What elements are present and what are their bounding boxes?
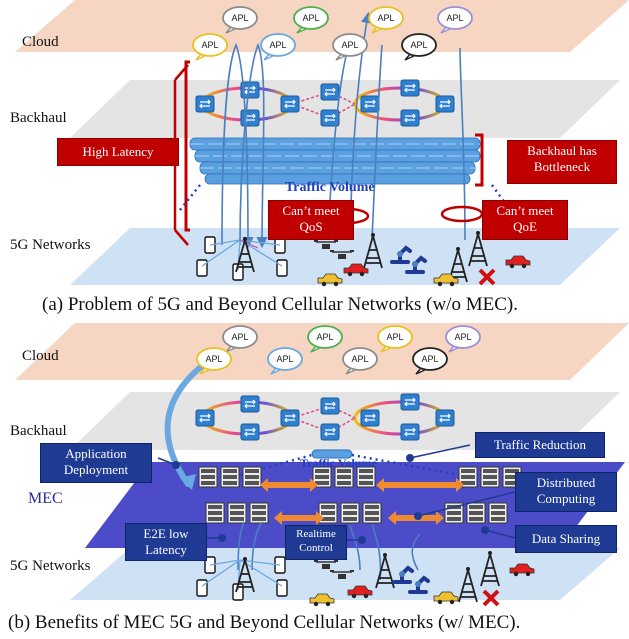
- high-latency-callout: High Latency: [57, 138, 179, 166]
- apl-bubble: APL: [445, 325, 481, 353]
- apl-bubble: APL: [307, 325, 343, 353]
- e2e-low-latency-callout: E2E low Latency: [125, 523, 207, 561]
- app-deploy-line-1: Application: [65, 446, 127, 461]
- apl-bubble: APL: [412, 347, 448, 375]
- cant-meet-qoe-callout: Can’t meet QoE: [482, 200, 568, 240]
- apl-label: APL: [302, 13, 319, 23]
- apl-label: APL: [205, 354, 222, 364]
- networks-label-bottom: 5G Networks: [10, 558, 91, 574]
- apl-label: APL: [276, 354, 293, 364]
- traffic-volume-bottom: Traffic Volume: [300, 456, 377, 470]
- app-deploy-line-2: Deployment: [63, 462, 129, 477]
- apl-bubble: APL: [332, 33, 368, 61]
- application-deployment-callout: Application Deployment: [40, 443, 152, 483]
- apl-bubble: APL: [267, 347, 303, 375]
- bottleneck-line-1: Backhaul has: [527, 143, 597, 158]
- apl-label: APL: [421, 354, 438, 364]
- apl-bubble: APL: [222, 6, 258, 34]
- congestion-block: [189, 137, 481, 185]
- distributed-computing-callout: Distributed Computing: [515, 472, 617, 512]
- apl-label: APL: [446, 13, 463, 23]
- qos-line-2: QoS: [299, 219, 323, 234]
- apl-bubble: APL: [368, 6, 404, 34]
- e2e-line-2: Latency: [145, 542, 187, 557]
- apl-bubble: APL: [293, 6, 329, 34]
- cloud-label-top: Cloud: [22, 34, 59, 50]
- mec-label: MEC: [28, 490, 63, 507]
- apl-bubble: APL: [377, 325, 413, 353]
- apl-label: APL: [377, 13, 394, 23]
- e2e-line-1: E2E low: [143, 526, 189, 541]
- apl-bubble: APL: [401, 33, 437, 61]
- traffic-reduction-callout: Traffic Reduction: [475, 432, 605, 458]
- apl-bubble: APL: [196, 347, 232, 375]
- bottleneck-line-2: Bottleneck: [533, 159, 591, 174]
- qoe-line-2: QoE: [513, 219, 537, 234]
- data-sharing-callout: Data Sharing: [515, 525, 617, 553]
- apl-label: APL: [386, 332, 403, 342]
- apl-label: APL: [231, 332, 248, 342]
- apl-bubble: APL: [437, 6, 473, 34]
- backhaul-label-bottom: Backhaul: [10, 423, 67, 439]
- realtime-line-2: Control: [299, 542, 333, 554]
- backhaul-bottleneck-callout: Backhaul has Bottleneck: [507, 140, 617, 184]
- apl-label: APL: [351, 354, 368, 364]
- distributed-line-2: Computing: [536, 491, 596, 506]
- distributed-line-1: Distributed: [536, 475, 596, 490]
- caption-a: (a) Problem of 5G and Beyond Cellular Ne…: [42, 294, 518, 315]
- cloud-label-bottom: Cloud: [22, 348, 59, 364]
- backhaul-label-top: Backhaul: [10, 110, 67, 126]
- apl-bubble: APL: [222, 325, 258, 353]
- apl-bubble: APL: [342, 347, 378, 375]
- cant-meet-qos-callout: Can’t meet QoS: [268, 200, 354, 240]
- apl-label: APL: [341, 40, 358, 50]
- qoe-line-1: Can’t meet: [496, 203, 554, 218]
- qos-line-1: Can’t meet: [282, 203, 340, 218]
- apl-bubble: APL: [260, 33, 296, 61]
- apl-label: APL: [316, 332, 333, 342]
- apl-label: APL: [410, 40, 427, 50]
- realtime-control-callout: Realtime Control: [285, 525, 347, 560]
- apl-bubble: APL: [192, 33, 228, 61]
- traffic-volume-top: Traffic Volume: [285, 180, 375, 195]
- realtime-line-1: Realtime: [296, 528, 336, 540]
- apl-label: APL: [454, 332, 471, 342]
- apl-label: APL: [201, 40, 218, 50]
- apl-label: APL: [269, 40, 286, 50]
- networks-label-top: 5G Networks: [10, 237, 91, 253]
- caption-b: (b) Benefits of MEC 5G and Beyond Cellul…: [8, 612, 521, 633]
- apl-label: APL: [231, 13, 248, 23]
